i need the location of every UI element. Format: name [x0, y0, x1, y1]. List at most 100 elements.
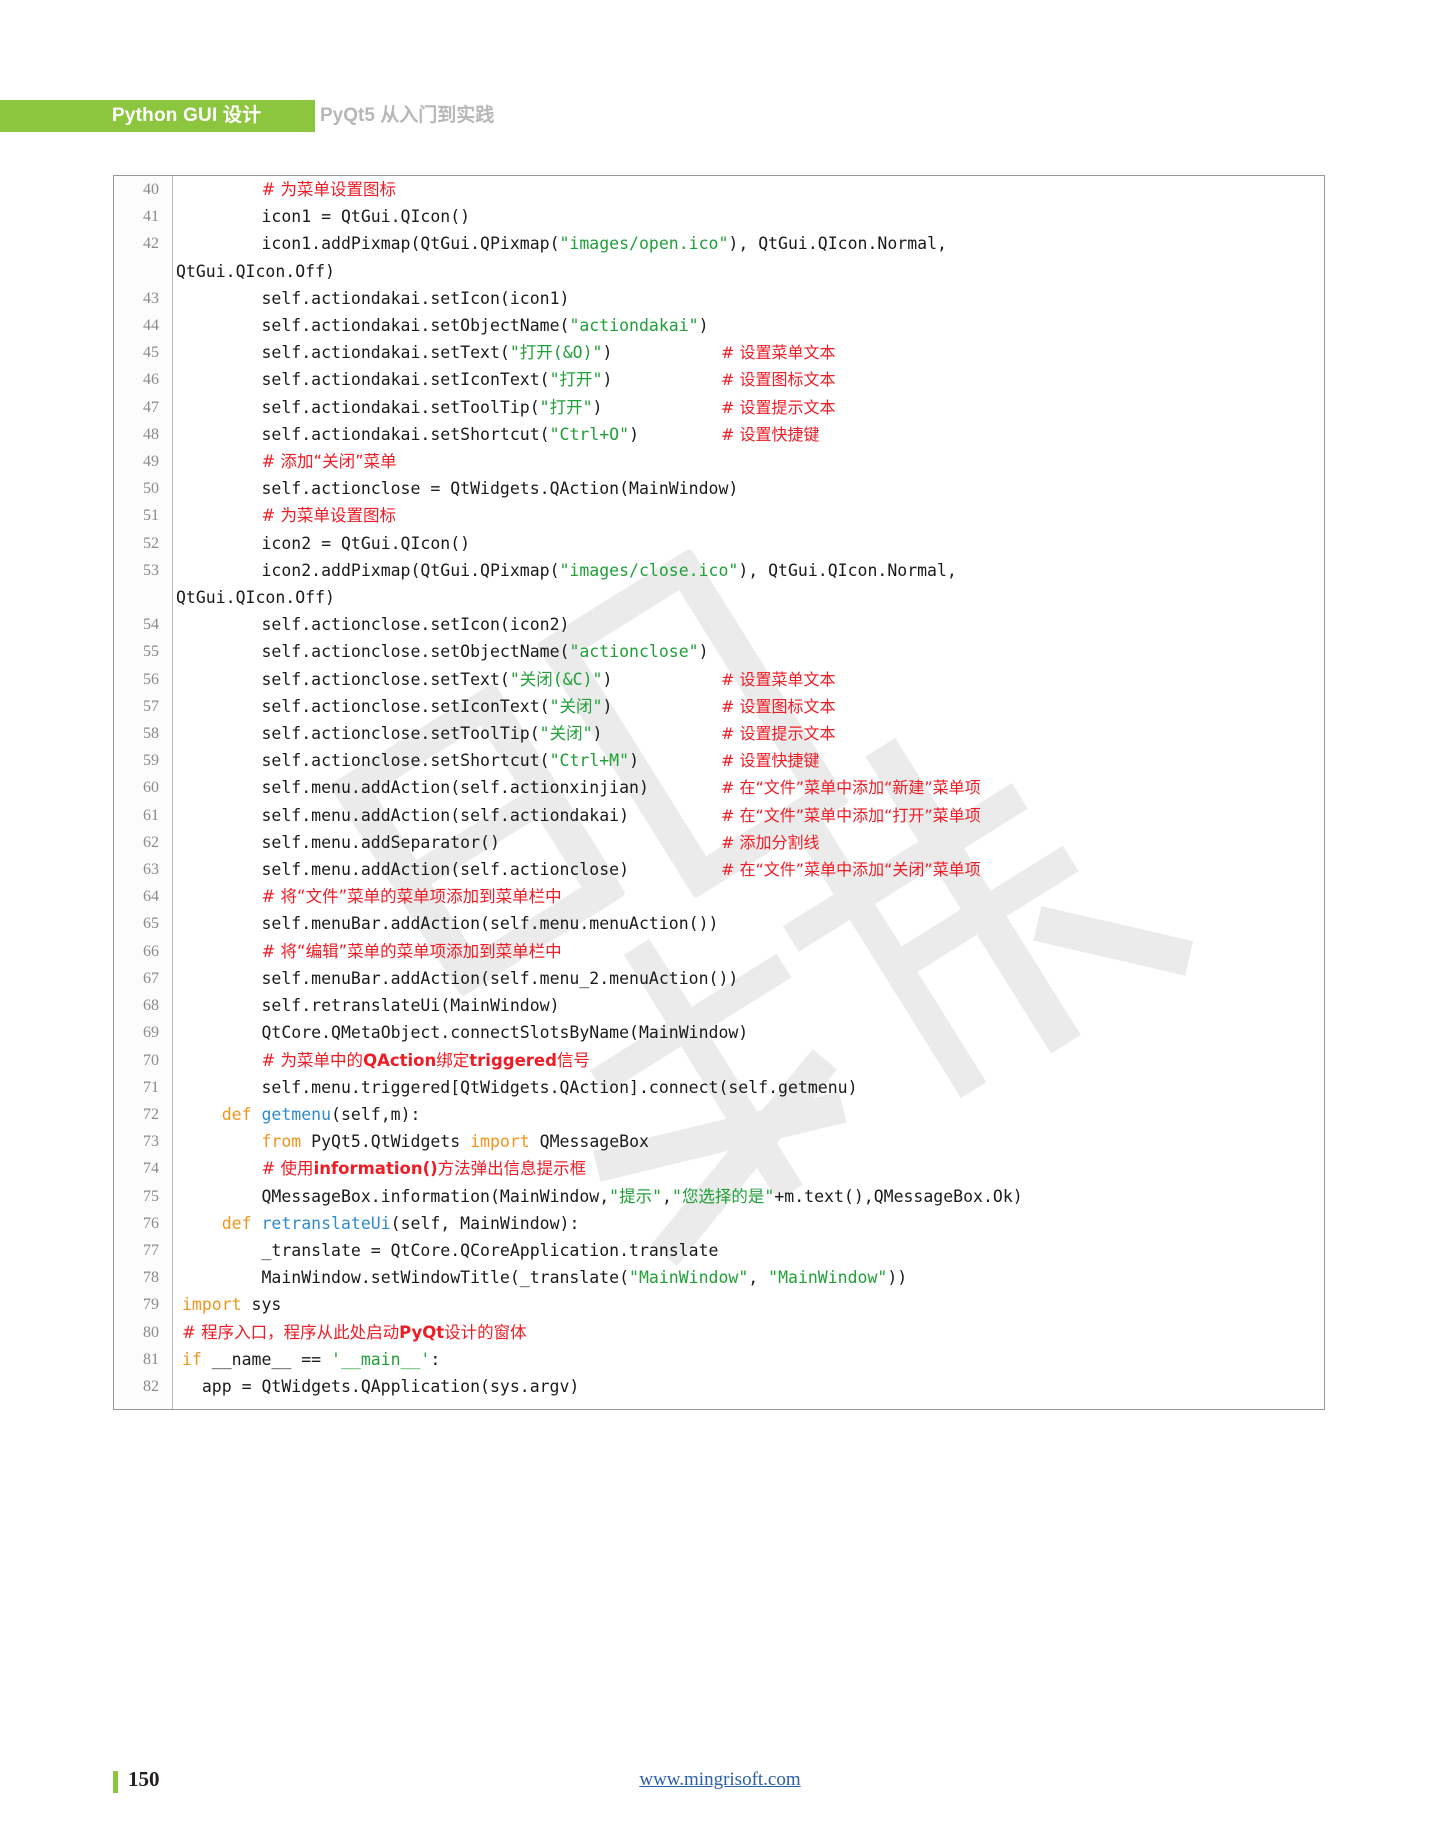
code-line-source: self.actiondakai.setIconText("打开") [182, 366, 1324, 393]
code-line: 82 app = QtWidgets.QApplication(sys.argv… [114, 1373, 1324, 1400]
code-token-plain: (self, MainWindow): [390, 1213, 580, 1233]
code-line-source: self.menu.addAction(self.actionxinjian) [182, 774, 1324, 801]
code-line-number: 49 [143, 453, 159, 471]
code-inline-comment: # 设置快捷键 [721, 424, 820, 444]
code-inline-comment: # 设置图标文本 [721, 696, 836, 716]
code-line: 52 icon2 = QtGui.QIcon() [114, 530, 1324, 557]
code-line-number: 41 [143, 208, 159, 226]
code-line: 64 # 将“文件”菜单的菜单项添加到菜单栏中 [114, 883, 1324, 910]
code-line-number: 43 [143, 289, 159, 307]
code-line-number: 72 [143, 1105, 159, 1123]
page-number: 150 [128, 1767, 160, 1791]
code-line: 44 self.actiondakai.setObjectName("actio… [114, 312, 1324, 339]
code-line-continuation: QtGui.QIcon.Off) [114, 258, 1324, 285]
code-line-source: self.actionclose.setToolTip("关闭") [182, 720, 1324, 747]
code-inline-comment: # 设置菜单文本 [721, 669, 836, 689]
code-token-comment: 信号 [556, 1050, 590, 1070]
code-line: 49 # 添加“关闭”菜单 [114, 448, 1324, 475]
code-line-source: self.actiondakai.setShortcut("Ctrl+O") [182, 421, 1324, 448]
code-line: 46# 设置图标文本 self.actiondakai.setIconText(… [114, 366, 1324, 393]
code-line-source: self.retranslateUi(MainWindow) [182, 992, 1324, 1019]
code-token-plain: self.actiondakai.setObjectName( [261, 316, 570, 336]
code-token-comment-bold: PyQt [399, 1322, 445, 1342]
page-header: Python GUI 设计 PyQt5 从入门到实践 [0, 100, 1440, 132]
code-token-keyword: from [261, 1132, 302, 1152]
code-token-plain: self.menuBar.addAction(self.menu.menuAct… [261, 914, 719, 934]
code-line-source: self.menu.addAction(self.actionclose) [182, 856, 1324, 883]
code-token-plain: self.actionclose.setIconText( [261, 696, 550, 716]
code-token-plain: self.menuBar.addAction(self.menu_2.menuA… [261, 968, 739, 988]
code-line-number: 79 [143, 1296, 159, 1314]
code-line-source: # 将“文件”菜单的菜单项添加到菜单栏中 [182, 883, 1324, 910]
code-token-plain: )) [887, 1268, 908, 1288]
code-line-number: 80 [143, 1323, 159, 1341]
code-line-source: # 将“编辑”菜单的菜单项添加到菜单栏中 [182, 938, 1324, 965]
code-line-number: 62 [143, 833, 159, 851]
code-line-source: self.actionclose.setText("关闭(&C)") [182, 666, 1324, 693]
code-line-source: QMessageBox.information(MainWindow,"提示",… [182, 1183, 1324, 1210]
code-line-number: 40 [143, 181, 159, 198]
code-token-plain: self.actionclose = QtWidgets.QAction(Mai… [261, 479, 739, 499]
code-token-plain: self.actionclose.setText( [261, 669, 510, 689]
code-token-comment: # 为菜单设置图标 [261, 180, 397, 199]
code-token-plain: self.menu.triggered[QtWidgets.QAction].c… [261, 1077, 858, 1097]
code-line-source: self.actionclose.setIcon(icon2) [182, 611, 1324, 638]
code-line-source: self.actionclose = QtWidgets.QAction(Mai… [182, 475, 1324, 502]
code-line-number: 55 [143, 643, 159, 661]
code-line: 51 # 为菜单设置图标 [114, 502, 1324, 529]
code-line: 76 def retranslateUi(self, MainWindow): [114, 1210, 1324, 1237]
code-token-plain: __name__ == [201, 1349, 332, 1369]
code-line: 58# 设置提示文本 self.actionclose.setToolTip("… [114, 720, 1324, 747]
code-line-source: self.actiondakai.setIcon(icon1) [182, 285, 1324, 312]
code-line-source: app = QtWidgets.QApplication(sys.argv) [182, 1373, 1324, 1400]
code-line-number: 47 [143, 398, 159, 416]
code-token-plain: _translate = QtCore.QCoreApplication.tra… [261, 1240, 719, 1260]
code-content: 40 # 为菜单设置图标 41 icon1 = QtGui.QIcon() 42 i… [114, 176, 1324, 1409]
code-token-string: "images/close.ico" [559, 560, 739, 580]
code-line: 48 # 设置快捷键 self.actiondakai.setShortcut("… [114, 421, 1324, 448]
code-line-number: 56 [143, 670, 159, 688]
code-token-keyword: if [182, 1349, 202, 1369]
code-line: 41 icon1 = QtGui.QIcon() [114, 203, 1324, 230]
code-token-plain: self.retranslateUi(MainWindow) [261, 996, 560, 1016]
code-token-string: "actiondakai" [569, 316, 699, 336]
gutter-divider [172, 176, 173, 1409]
code-line-number: 71 [143, 1078, 159, 1096]
publisher-website-link[interactable]: www.mingrisoft.com [639, 1769, 801, 1790]
code-line-source: # 为菜单设置图标 [182, 502, 1324, 529]
code-line-number: 46 [143, 371, 159, 389]
code-token-string: "关闭" [539, 724, 593, 744]
code-token-keyword: import [470, 1132, 530, 1152]
code-token-plain: icon2 = QtGui.QIcon() [261, 533, 471, 553]
code-inline-comment: # 设置快捷键 [721, 751, 820, 771]
code-line: 65 self.menuBar.addAction(self.menu.menu… [114, 910, 1324, 937]
code-token-string: '__main__' [331, 1349, 431, 1369]
code-token-plain: QtCore.QMetaObject.connectSlotsByName(Ma… [261, 1023, 749, 1043]
code-line-source: from PyQt5.QtWidgets import QMessageBox [182, 1128, 1324, 1155]
code-line: 59# 设置快捷键 self.actionclose.setShortcut("… [114, 747, 1324, 774]
code-line-source: icon2 = QtGui.QIcon() [182, 530, 1324, 557]
code-line: 54 self.actionclose.setIcon(icon2) [114, 611, 1324, 638]
code-token-plain: icon1.addPixmap(QtGui.QPixmap( [261, 234, 560, 254]
code-line-source: # 使用information()方法弹出信息提示框 [182, 1155, 1324, 1182]
code-line: 55 self.actionclose.setObjectName("actio… [114, 638, 1324, 665]
code-token-plain: ) [602, 669, 613, 689]
code-token-plain: ) [602, 370, 613, 390]
code-line-source: # 程序入口，程序从此处启动PyQt设计的窗体 [182, 1319, 1324, 1346]
code-line-number: 54 [143, 616, 159, 634]
code-token-plain: self.actiondakai.setToolTip( [261, 397, 540, 417]
code-line: 71 self.menu.triggered[QtWidgets.QAction… [114, 1074, 1324, 1101]
code-line-number: 48 [143, 425, 159, 443]
code-token-plain: ), QtGui.QIcon.Normal, [728, 234, 947, 254]
code-line: 61# 在“文件”菜单中添加“打开”菜单项 self.menu.addActio… [114, 802, 1324, 829]
code-token-string: "打开" [539, 397, 593, 417]
code-line-number: 42 [143, 235, 159, 253]
code-token-plain: self.actiondakai.setIcon(icon1) [261, 288, 570, 308]
code-token-keyword: def [221, 1213, 252, 1233]
code-line-source: icon1.addPixmap(QtGui.QPixmap("images/op… [182, 230, 1324, 257]
code-line: 68 self.retranslateUi(MainWindow) [114, 992, 1324, 1019]
code-line: 57# 设置图标文本 self.actionclose.setIconText(… [114, 693, 1324, 720]
header-green-band [0, 100, 315, 132]
code-token-plain: ) [592, 724, 603, 744]
